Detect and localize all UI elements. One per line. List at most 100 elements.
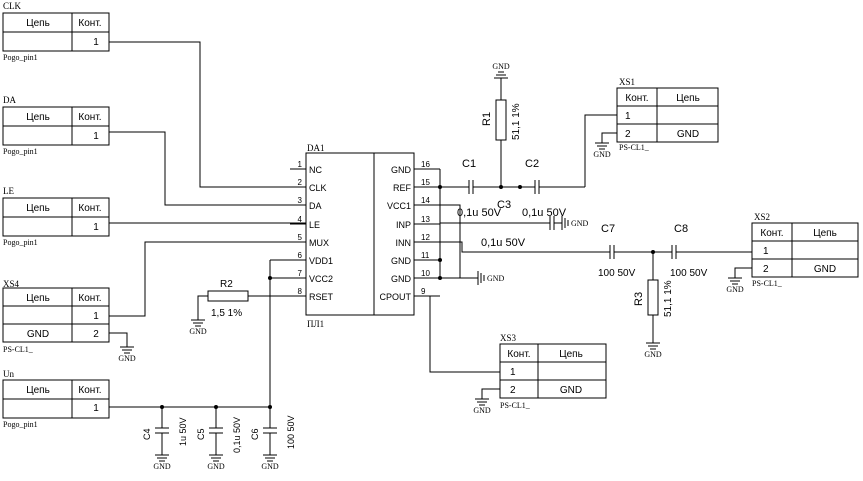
connector-xs2-pin2: 2 [763,264,769,275]
connector-un: Цепь Конт. 1 Pogo_pin1 [2,379,110,429]
ground-label: GND [593,150,611,159]
signal-label-le: LE [3,186,14,196]
capacitor-c4-value: 1u 50V [178,417,188,446]
ground-symbols: GND GND GND GND GND GND GND GND GND GND GND GND [118,62,744,471]
connector-xs3-ref: XS3 [500,333,517,343]
connector-xs4-type: PS-CL1_ [3,345,34,354]
capacitor-c7-ref: C7 [601,223,615,235]
ic-pin-number: 3 [298,196,303,205]
ic-pin-number: 16 [421,160,430,169]
ground-symbol: GND [189,319,207,336]
ic-pin-name: GND [391,165,412,175]
signal-label-da: DA [3,95,16,105]
ic-pin-number: 6 [298,251,303,260]
ground-symbol: GND [726,277,744,294]
capacitor-c1-ref: C1 [462,158,476,170]
resistor-r1-ref: R1 [481,112,493,126]
ic-pin-name: VDD1 [309,256,333,266]
ic-pin-name: RSET [309,292,334,302]
ic-pin-name: CPOUT [380,292,412,302]
connector-xs1-type: PS-CL1_ [619,143,650,152]
ic-da1-ref: DA1 [307,143,325,153]
connector-xs4-net-header: Цепь [26,293,50,304]
ic-pin-name: CLK [309,183,327,193]
connector-da-net-header: Цепь [26,112,50,123]
connector-da: Цепь Конт. 1 Pogo_pin1 [2,106,110,156]
ground-symbol: GND [492,62,510,79]
capacitor-c3: C3 0,1u 50V [481,199,562,249]
ground-label: GND [571,219,589,228]
connector-xs2-pin-header: Конт. [760,228,783,239]
wires-left [109,41,306,408]
connector-le-net-header: Цепь [26,203,50,214]
connector-xs1: Конт. Цепь 1 2 GND PS-CL1_ [616,87,719,152]
connector-le: Цепь Конт. 1 Pogo_pin1 [2,197,110,247]
signal-label-un: Un [3,369,14,379]
ic-pin-number: 1 [298,160,303,169]
ic-pin-number: 8 [298,287,303,296]
ground-label: GND [189,327,207,336]
connector-xs1-ref: XS1 [619,77,635,87]
capacitor-c2-value: 0,1u 50V [522,207,567,219]
connector-xs2: Конт. Цепь 1 2 GND PS-CL1_ [751,222,859,288]
ic-pin-number: 9 [421,287,426,296]
connector-xs3-pin-header: Конт. [507,349,530,360]
ground-symbol: GND [473,398,491,415]
ic-pin-name: DA [309,201,322,211]
connector-xs3: Конт. Цепь 1 2 GND PS-CL1_ [499,343,607,410]
connector-xs2-type: PS-CL1_ [752,279,783,288]
ic-pin-name: GND [391,256,412,266]
connector-un-pin-header: Конт. [78,385,101,396]
capacitor-c5: C5 0,1u 50V [196,407,242,455]
capacitor-c8-value: 100 50V [670,268,708,279]
connector-xs1-pin1: 1 [625,111,631,122]
connector-xs2-net-header: Цепь [813,228,837,239]
ic-pin-number: 13 [421,215,430,224]
ic-pin-number: 2 [298,178,303,187]
connector-le-pin1: 1 [93,222,99,233]
ic-pin-name: INP [396,220,411,230]
connector-clk-pin1: 1 [93,37,99,48]
connector-xs1-pin-header: Конт. [625,93,648,104]
connector-un-type: Pogo_pin1 [3,420,38,429]
capacitor-c1: C1 0,1u 50V [457,158,502,219]
ground-symbol: GND [477,271,505,285]
ground-label: GND [492,62,510,71]
connector-xs4: Цепь Конт. 1 GND 2 PS-CL1_ [2,287,110,354]
signal-label-clk: CLK [3,1,22,11]
resistor-r1-value: 51,1 1% [511,103,522,140]
connector-xs4-ref: XS4 [3,279,20,289]
ic-pin-name: GND [391,274,412,284]
capacitor-c8-ref: C8 [674,223,688,235]
resistor-r1: R1 51,1 1% [481,78,522,187]
connector-xs3-net-header: Цепь [559,349,583,360]
connector-xs4-pin2: 2 [93,329,99,340]
connector-xs2-pin1: 1 [763,246,769,257]
ground-symbol: GND [561,216,589,230]
connector-un-net-header: Цепь [26,385,50,396]
capacitor-c4-ref: C4 [142,428,152,440]
ic-pin-number: 14 [421,196,430,205]
ground-label: GND [473,406,491,415]
ic-pin-name: REF [393,183,412,193]
ic-pin-number: 7 [298,269,303,278]
ic-pin-number: 15 [421,178,430,187]
connector-xs1-net-header: Цепь [676,93,700,104]
ground-label: GND [644,350,662,359]
connector-xs1-gnd-net: GND [677,129,699,140]
ground-symbol: GND [153,454,171,471]
ic-pin-name: INN [396,238,412,248]
ground-label: GND [118,354,136,363]
connector-le-pin-header: Конт. [78,203,101,214]
capacitor-c2-ref: C2 [525,158,539,170]
capacitor-c8: C8 100 50V [670,223,708,279]
connector-clk-pin-header: Конт. [78,18,101,29]
connector-clk-net-header: Цепь [26,18,50,29]
connector-xs4-pin1: 1 [93,311,99,322]
connector-xs2-ref: XS2 [754,212,770,222]
connector-xs3-gnd-net: GND [560,385,582,396]
connector-xs2-gnd-net: GND [814,264,836,275]
resistor-r2-value: 1,5 1% [211,308,242,319]
